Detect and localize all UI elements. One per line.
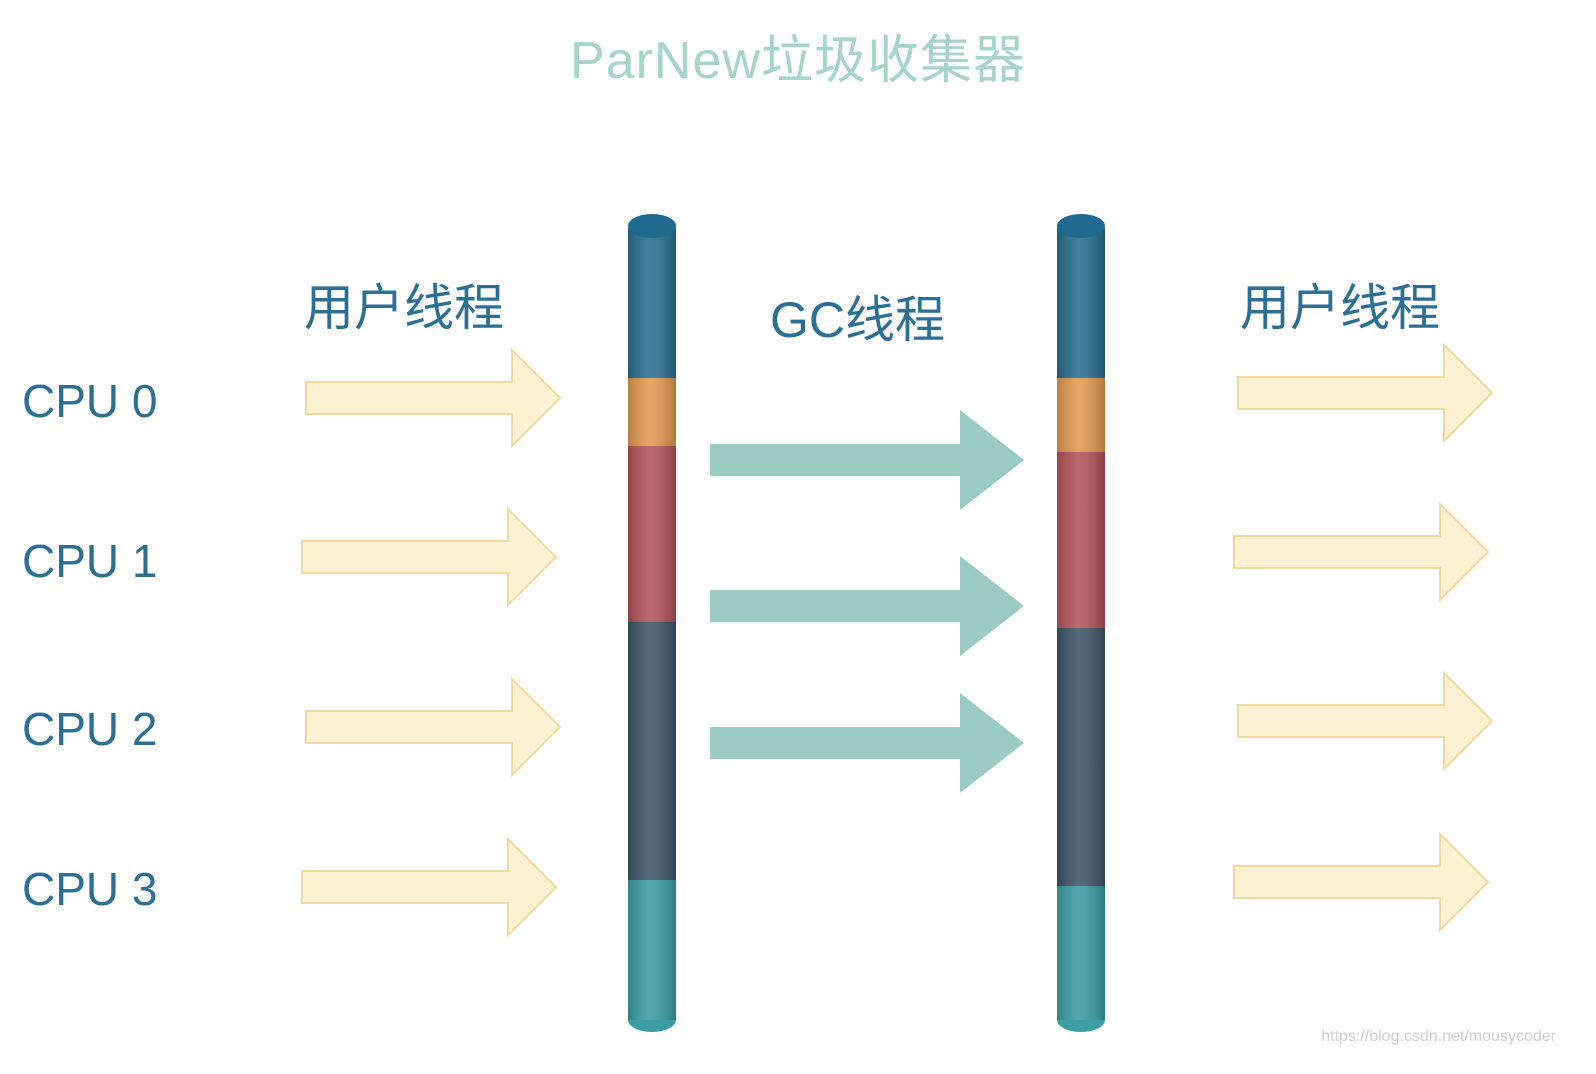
user-arrows-right xyxy=(1233,342,1494,933)
user-arrow-right-0 xyxy=(1237,342,1494,444)
user-arrow-left-0 xyxy=(305,347,562,449)
user-arrow-left-2 xyxy=(305,676,562,778)
gc-arrows xyxy=(710,410,1024,793)
user-arrows-left xyxy=(301,347,562,938)
cpu-label-3: CPU 3 xyxy=(22,863,158,915)
gc-arrow-0 xyxy=(710,410,1024,510)
user-arrow-right-1 xyxy=(1233,501,1490,603)
gc-threads-label: GC线程 xyxy=(770,292,945,348)
stop-the-world-bar-left xyxy=(628,214,676,1032)
user-threads-label-right: 用户线程 xyxy=(1240,280,1440,336)
gc-arrow-2 xyxy=(710,693,1024,793)
user-arrow-left-3 xyxy=(301,836,558,938)
cpu-label-0: CPU 0 xyxy=(22,375,158,427)
user-threads-label-left: 用户线程 xyxy=(304,280,504,336)
watermark: https://blog.csdn.net/mousycoder xyxy=(1321,1028,1556,1045)
stop-the-world-bar-right xyxy=(1057,214,1105,1032)
diagram-title: ParNew垃圾收集器 xyxy=(570,32,1026,90)
cpu-label-2: CPU 2 xyxy=(22,703,158,755)
gc-arrow-1 xyxy=(710,556,1024,656)
user-arrow-right-2 xyxy=(1237,670,1494,772)
user-arrow-left-1 xyxy=(301,506,558,608)
cpu-label-1: CPU 1 xyxy=(22,535,158,587)
user-arrow-right-3 xyxy=(1233,831,1490,933)
